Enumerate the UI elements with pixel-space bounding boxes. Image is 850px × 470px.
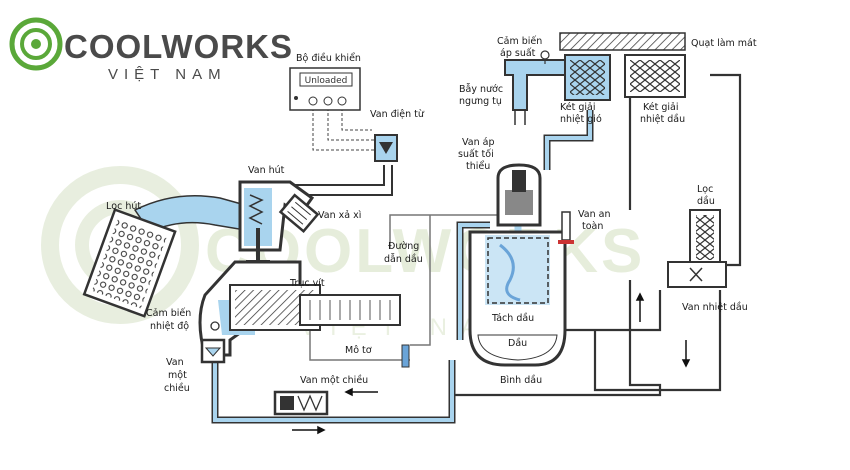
label-vent-valve: Van xả xì (318, 210, 361, 221)
label-cooling-fan: Quạt làm mát (691, 38, 757, 49)
label-pressure-sensor-2: áp suất (500, 48, 536, 59)
label-temp-sensor-2: nhiệt độ (150, 321, 189, 332)
logo-dot-icon (31, 39, 41, 49)
pressure-sensor-icon (540, 50, 550, 60)
label-check-valve-left-2: một (168, 370, 187, 381)
label-oil-line-2: dẫn dầu (384, 254, 423, 265)
label-check-valve-bottom: Van một chiều (300, 375, 368, 386)
logo-sub: VIỆT NAM (108, 66, 227, 83)
label-min-pressure-3: thiểu (466, 161, 490, 172)
label-pressure-sensor-1: Cảm biến (497, 36, 542, 47)
oil-cooler (624, 54, 686, 98)
label-oil-cooler-1: Két giải (643, 102, 678, 113)
label-controller: Bộ điều khiển (296, 53, 361, 64)
label-min-pressure-2: suất tối (458, 149, 494, 160)
controller-knob-3-icon (337, 96, 347, 106)
suction-filter (82, 208, 177, 318)
label-screw-shaft: Trục vít (289, 278, 325, 289)
label-oil-cooler-2: nhiệt dầu (640, 114, 685, 125)
flow-arrows (292, 292, 691, 435)
logo-brand: COOLWORKS (64, 28, 293, 65)
label-condensate-trap-1: Bẫy nước (459, 84, 503, 95)
label-electronic-valve: Van điện từ (370, 109, 425, 120)
temp-sensor-icon (210, 321, 220, 331)
label-condensate-trap-2: ngưng tụ (459, 96, 502, 107)
cooling-fan (559, 32, 686, 51)
air-cooler (564, 54, 611, 101)
screw-compressor (198, 260, 410, 368)
controller-display: Unloaded (305, 76, 348, 86)
label-thermo-valve: Van nhiệt dầu (682, 302, 748, 313)
labels: Bộ điều khiển Van điện từ Van hút Van xả… (106, 36, 757, 394)
bottom-check-valve (273, 390, 329, 416)
logo-ring-outer-icon (9, 17, 63, 71)
solenoid-valve (374, 134, 398, 162)
label-safety-valve-1: Van an (578, 209, 610, 220)
left-check-valve (200, 338, 226, 364)
label-temp-sensor-1: Cảm biến (146, 308, 191, 319)
label-oil-filter-2: dầu (697, 196, 715, 207)
thermo-valve (667, 261, 727, 288)
label-air-cooler-1: Két giải (560, 102, 595, 113)
controller-panel: Unloaded (289, 67, 361, 111)
label-min-pressure-1: Van áp (462, 137, 494, 148)
label-air-cooler-2: nhiệt gió (560, 114, 602, 125)
label-oil-tank: Bình dầu (500, 375, 542, 386)
label-suction-filter: Lọc hút (106, 201, 141, 212)
label-check-valve-left-3: chiều (164, 383, 190, 394)
label-check-valve-left-1: Van (166, 357, 184, 368)
label-inlet-valve: Van hút (248, 165, 285, 176)
oil-separator-tank (468, 163, 574, 367)
logo-ring-inner-icon (20, 28, 52, 60)
controller-knob-1-icon (308, 96, 318, 106)
label-safety-valve-2: toàn (582, 221, 603, 232)
vent-valve (278, 193, 320, 234)
label-oil-separator: Tách dầu (491, 313, 534, 324)
label-oil-filter-1: Lọc (697, 184, 713, 195)
label-motor: Mô tơ (345, 345, 372, 356)
label-oil-line-1: Đường (388, 241, 419, 252)
label-oil: Dầu (508, 338, 527, 349)
oil-filter (689, 209, 721, 266)
logo: COOLWORKS VIỆT NAM (9, 17, 293, 83)
controller-knob-2-icon (323, 96, 333, 106)
pressure-sensor-trap (504, 50, 566, 125)
